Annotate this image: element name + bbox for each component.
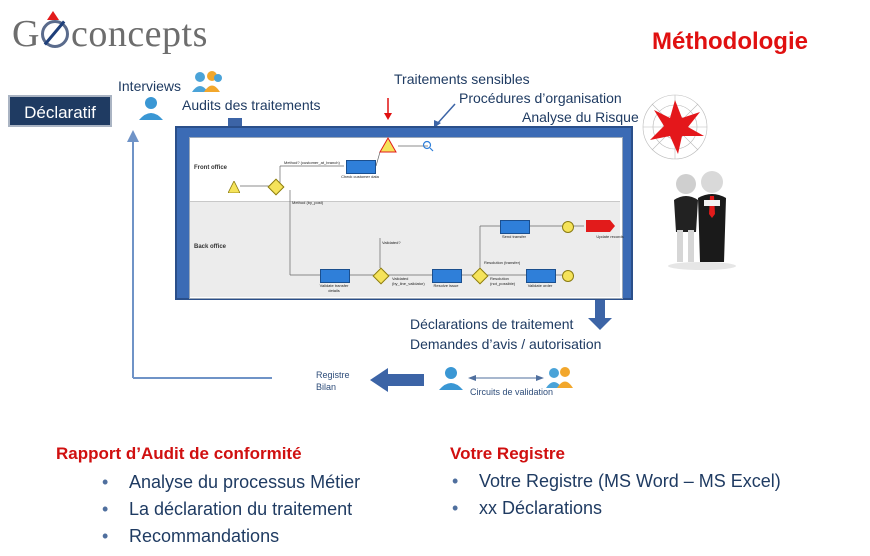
list-item: Votre Registre (MS Word – MS Excel) — [452, 468, 781, 495]
logo-compass-icon — [40, 11, 69, 48]
intermediate-event — [562, 221, 574, 233]
audit-report-title: Rapport d’Audit de conformité — [56, 444, 302, 463]
business-people-icon — [668, 171, 736, 270]
task-label: Validate order — [527, 283, 553, 288]
register-label: Registre — [316, 370, 350, 380]
interviews-label: Interviews — [118, 78, 182, 94]
front-office-lane-label: Front office — [194, 165, 227, 171]
page-title: Méthodologie — [652, 28, 808, 55]
task-label: Update records — [596, 234, 624, 239]
person-icon — [139, 97, 163, 120]
summary-label: Bilan — [316, 382, 337, 392]
risk-analysis-label: Analyse du Risque — [522, 109, 639, 125]
list-item: La déclaration du traitement — [102, 496, 360, 523]
flow-note: Method (by_post) — [292, 200, 324, 205]
logo-text-right: concepts — [70, 13, 208, 55]
declaratif-badge: Déclaratif — [8, 95, 112, 127]
person-icon — [439, 367, 463, 390]
task-label: Resolve issue — [433, 283, 459, 288]
people-group-icon — [546, 367, 573, 388]
process-task — [346, 160, 376, 174]
process-task — [500, 220, 530, 234]
flow-note: Resolution (not_possible) — [490, 276, 516, 286]
flow-note: Validated? — [382, 240, 401, 245]
process-task — [432, 269, 462, 283]
end-event — [562, 270, 574, 282]
process-task — [526, 269, 556, 283]
task-label: Validate transfer details — [319, 283, 349, 293]
declarations-label: Déclarations de traitement — [410, 316, 574, 332]
list-item: Recommandations — [102, 523, 360, 550]
logo-text-left: G — [12, 13, 40, 55]
radar-chart-icon — [642, 94, 708, 160]
register-title: Votre Registre — [450, 444, 565, 463]
task-label: Check customer data — [341, 174, 379, 179]
start-event — [227, 180, 241, 194]
procedures-label: Procédures d’organisation — [459, 90, 622, 106]
validation-circuits-label: Circuits de validation — [470, 387, 554, 397]
list-item: Analyse du processus Métier — [102, 469, 360, 496]
back-office-lane-label: Back office — [194, 244, 227, 250]
task-label: Send transfer — [501, 234, 526, 239]
magnifier-icon — [422, 140, 432, 150]
register-list: Votre Registre (MS Word – MS Excel) xx D… — [452, 468, 781, 522]
requests-label: Demandes d’avis / autorisation — [410, 336, 602, 352]
flow-note: Resolution (transfer) — [484, 260, 521, 265]
warning-icon — [379, 136, 397, 153]
audits-label: Audits des traitements — [182, 97, 321, 113]
process-task — [320, 269, 350, 283]
people-group-icon — [192, 71, 222, 92]
flow-note: Method? (customer_at_branch) — [284, 160, 340, 165]
sensitive-processing-label: Traitements sensibles — [394, 71, 530, 87]
audit-report-list: Analyse du processus Métier La déclarati… — [102, 469, 360, 550]
list-item: xx Déclarations — [452, 495, 781, 522]
flow-note: Validated (by_line_validator) — [392, 276, 425, 286]
